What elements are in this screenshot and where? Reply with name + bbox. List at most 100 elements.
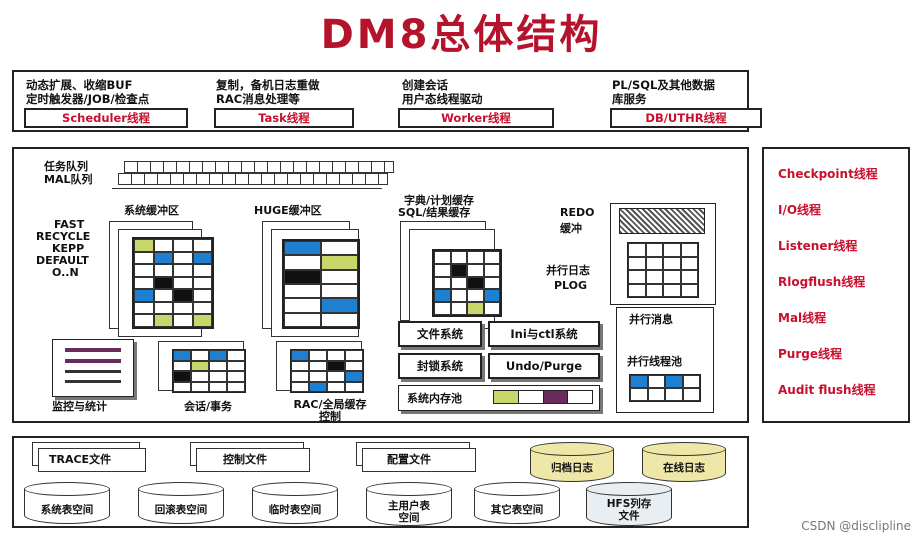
monitor-label: 监控与统计 <box>52 400 107 413</box>
config-file-box: 配置文件 <box>362 448 476 472</box>
redo-buffer-grid <box>627 242 699 298</box>
session-grid <box>172 349 246 393</box>
control-file-label: 控制文件 <box>223 453 267 466</box>
mem-pool-label: 系统内存池 <box>407 392 462 405</box>
purge-thread: Purge线程 <box>778 347 842 361</box>
trace-file-label: TRACE文件 <box>49 453 112 466</box>
other-tablespace-cylinder: 其它表空间 <box>474 482 560 524</box>
db-desc-line1: PL/SQL及其他数据 <box>612 78 715 92</box>
main-user-tablespace-cylinder: 主用户表空间 <box>366 482 452 526</box>
sys-buffer-grid <box>132 237 214 329</box>
task-queue-label: 任务队列 <box>44 160 88 173</box>
mem-pool-box: 系统内存池 <box>398 385 600 411</box>
task-desc: 复制，备机日志重做 RAC消息处理等 <box>216 78 320 106</box>
rlogflush-thread: Rlogflush线程 <box>778 275 866 289</box>
memory-box: 任务队列 MAL队列 FAST RECYCLE KEPP DEFAULT O..… <box>12 147 749 423</box>
storage-box: TRACE文件 控制文件 配置文件 归档日志 在线日志 系统表空间 回滚表空间 … <box>12 436 749 528</box>
scheduler-desc-line2: 定时触发器/JOB/检查点 <box>26 92 150 106</box>
task-desc-line2: RAC消息处理等 <box>216 92 300 106</box>
sql-cache-label: SQL/结果缓存 <box>398 206 471 219</box>
parallel-log-line2: PLOG <box>554 279 588 292</box>
temp-tablespace-label: 临时表空间 <box>268 504 322 516</box>
online-log-label: 在线日志 <box>663 462 705 474</box>
right-threads-box: Checkpoint线程 I/O线程 Listener线程 Rlogflush线… <box>762 147 910 423</box>
rollback-tablespace-label: 回滚表空间 <box>154 504 208 516</box>
huge-buffer-label: HUGE缓冲区 <box>254 204 322 217</box>
buffer-type-default: DEFAULT <box>36 254 89 267</box>
worker-desc-line1: 创建会话 <box>402 78 448 92</box>
worker-thread: Worker线程 <box>398 108 554 128</box>
task-desc-line1: 复制，备机日志重做 <box>216 78 320 92</box>
archive-log-cylinder: 归档日志 <box>530 442 614 482</box>
ini-ctl-box: Ini与ctl系统 <box>488 321 600 347</box>
checkpoint-thread: Checkpoint线程 <box>778 167 878 181</box>
monitor-bar-2 <box>65 359 121 363</box>
main-user-tablespace-label: 主用户表空间 <box>388 500 430 524</box>
monitor-bar-4 <box>65 380 121 383</box>
other-tablespace-label: 其它表空间 <box>490 504 544 516</box>
worker-desc: 创建会话 用户态线程驱动 <box>402 78 483 106</box>
parallel-log-label: 并行日志 PLOG <box>546 265 590 292</box>
audit-flush-thread: Audit flush线程 <box>778 383 876 397</box>
hfs-file-cylinder: HFS列存文件 <box>586 482 672 526</box>
redo-buffer-line2: 缓冲 <box>560 222 582 235</box>
buffer-type-kepp: KEPP <box>52 242 85 255</box>
buffer-type-fast: FAST <box>54 218 85 231</box>
sys-buffer-label: 系统缓冲区 <box>124 204 179 217</box>
hfs-file-label: HFS列存文件 <box>606 498 652 522</box>
parallel-panel: 并行消息 并行线程池 <box>616 307 714 413</box>
scheduler-desc: 动态扩展、收缩BUF 定时触发器/JOB/检查点 <box>26 78 149 106</box>
monitor-bar-3 <box>65 370 121 373</box>
queue-cells-base <box>112 185 382 189</box>
redo-buffer-line1: REDO <box>560 206 595 219</box>
db-desc-line2: 库服务 <box>612 92 647 106</box>
io-thread: I/O线程 <box>778 203 822 217</box>
top-services-box: 动态扩展、收缩BUF 定时触发器/JOB/检查点 Scheduler线程 复制，… <box>12 70 762 132</box>
task-thread: Task线程 <box>214 108 354 128</box>
queue-cells-top <box>124 161 394 173</box>
scheduler-desc-line1: 动态扩展、收缩BUF <box>26 78 133 92</box>
rac-label-line1: RAC/全局缓存 <box>293 398 367 411</box>
session-label: 会话/事务 <box>184 400 233 413</box>
parallel-log-line1: 并行日志 <box>546 264 590 277</box>
buffer-type-on: O..N <box>52 266 79 279</box>
file-system-box: 文件系统 <box>398 321 482 347</box>
db-thread: DB/UTHR线程 <box>610 108 762 128</box>
parallel-msg-label: 并行消息 <box>629 313 673 326</box>
system-tablespace-label: 系统表空间 <box>40 504 94 516</box>
rac-label: RAC/全局缓存 控制 <box>276 399 384 423</box>
dict-cache-label: 字典/计划缓存 <box>404 194 475 207</box>
sql-cache-grid <box>432 249 502 317</box>
redo-buffer-hatch <box>619 208 705 234</box>
rollback-tablespace-cylinder: 回滚表空间 <box>138 482 224 524</box>
parallel-pool-label: 并行线程池 <box>627 355 682 368</box>
buffer-type-recycle: RECYCLE <box>36 230 91 243</box>
listener-thread: Listener线程 <box>778 239 858 253</box>
scheduler-thread: Scheduler线程 <box>24 108 188 128</box>
monitor-bar-1 <box>65 348 121 352</box>
trace-file-box: TRACE文件 <box>38 448 146 472</box>
archive-log-label: 归档日志 <box>551 462 593 474</box>
worker-desc-line2: 用户态线程驱动 <box>402 92 483 106</box>
lock-system-box: 封锁系统 <box>398 353 482 379</box>
temp-tablespace-cylinder: 临时表空间 <box>252 482 338 524</box>
redo-buffer-panel <box>610 203 716 305</box>
page-title: DM8总体结构 <box>320 12 603 58</box>
huge-buffer-grid <box>282 239 360 329</box>
queue-cells-bottom <box>118 173 388 185</box>
mal-thread: Mal线程 <box>778 311 827 325</box>
monitor-panel <box>52 339 134 397</box>
system-tablespace-cylinder: 系统表空间 <box>24 482 110 524</box>
undo-purge-box: Undo/Purge <box>488 353 600 379</box>
parallel-pool-grid <box>629 374 701 402</box>
rac-label-line2: 控制 <box>319 410 341 423</box>
config-file-label: 配置文件 <box>387 453 431 466</box>
rac-grid <box>290 349 364 393</box>
control-file-box: 控制文件 <box>196 448 310 472</box>
mal-queue-label: MAL队列 <box>44 173 93 186</box>
redo-buffer-label: REDO 缓冲 <box>560 207 594 235</box>
mem-pool-cells <box>493 390 593 404</box>
db-desc: PL/SQL及其他数据 库服务 <box>612 78 715 106</box>
watermark: CSDN @disclipline <box>801 519 911 533</box>
online-log-cylinder: 在线日志 <box>642 442 726 482</box>
